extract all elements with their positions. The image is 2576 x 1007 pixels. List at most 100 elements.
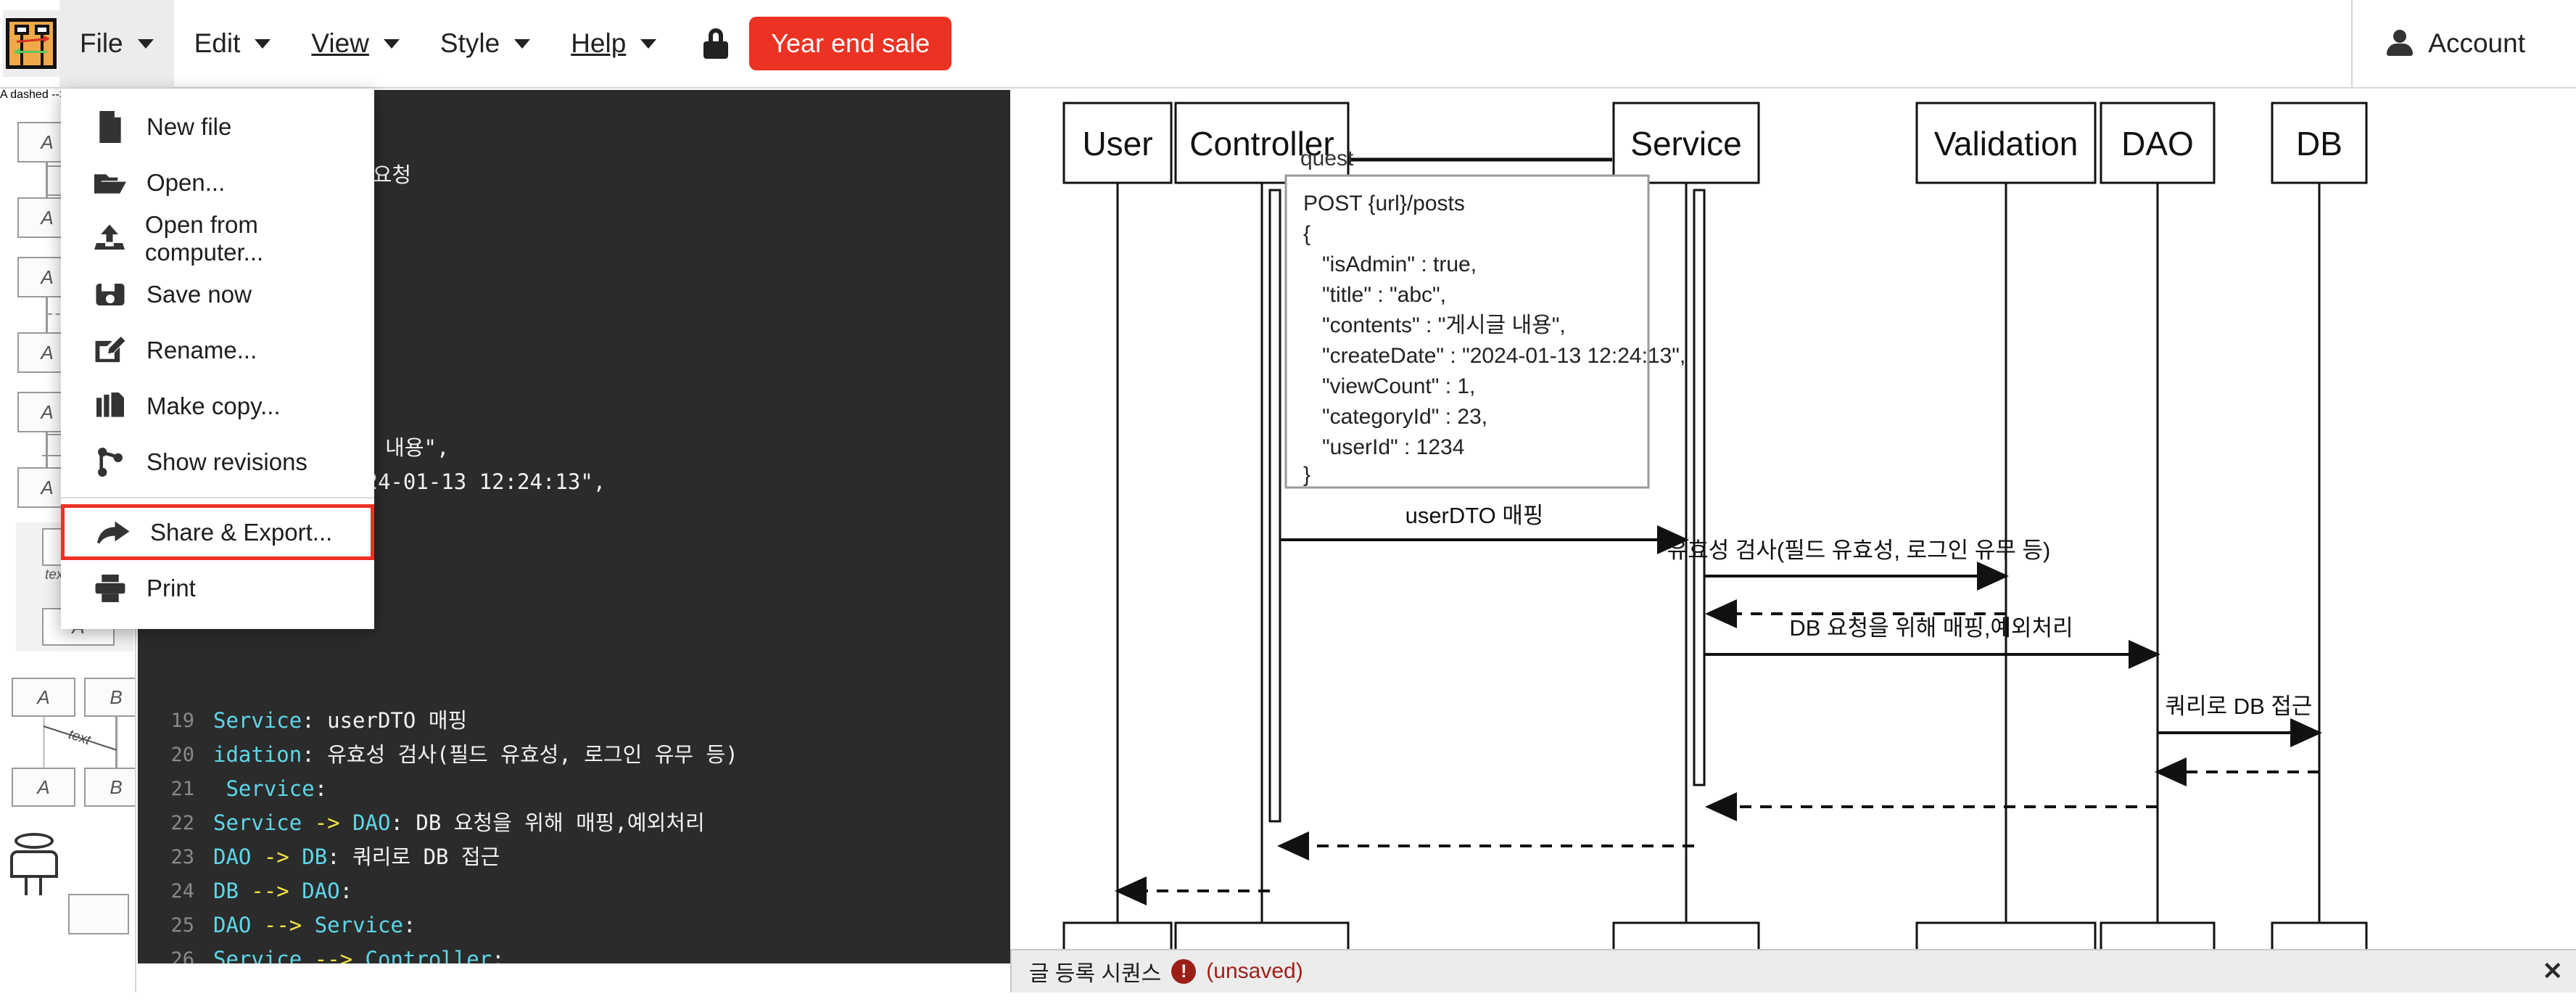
new-file-icon [90, 110, 131, 143]
participant-label: DAO [2121, 125, 2194, 163]
chevron-down-icon [514, 38, 531, 49]
note-line: "contents" : "게시글 내용", [1322, 313, 1566, 337]
participant-validation-top[interactable]: Validation [1915, 102, 2097, 184]
code-text: DB --> DAO: [213, 879, 353, 903]
participant-db-top[interactable]: DB [2271, 102, 2368, 184]
actor-leg-icon [39, 876, 42, 895]
message-userdto-mapping[interactable]: userDTO 매핑 [1280, 503, 1689, 554]
top-menu-bar: File Edit View Style Help Year end sale … [0, 0, 2576, 89]
menu-item-label: Print [146, 574, 196, 601]
code-text: DAO -> DB: 쿼리로 DB 접근 [213, 844, 500, 869]
menu-item-save-now[interactable]: Save now [61, 266, 374, 322]
note-line: { [1303, 222, 1310, 246]
menu-separator [61, 497, 374, 498]
menu-item-open-from-computer[interactable]: Open from computer... [61, 210, 374, 266]
palette-text-label: text [66, 726, 93, 749]
menu-item-label: Show revisions [146, 448, 307, 475]
code-line[interactable]: 21 Service: [138, 772, 1010, 806]
palette-box-a: A [12, 678, 75, 717]
account-label: Account [2428, 28, 2525, 58]
unsaved-status: (unsaved) [1206, 959, 1303, 983]
menu-edit-label: Edit [194, 28, 241, 58]
actor-head-icon [15, 833, 54, 849]
message-label: DB 요청을 위해 매핑,예외처리 [1789, 615, 2073, 641]
activation-controller [1268, 189, 1281, 823]
note-line: "viewCount" : 1, [1322, 374, 1475, 398]
code-line[interactable] [138, 636, 1010, 670]
sequence-diagram-svg: User Controller Service Validation DAO D… [1062, 102, 2368, 963]
diagram-canvas[interactable]: User Controller Service Validation DAO D… [1010, 90, 2576, 963]
palette-box-b: B [84, 678, 135, 717]
menu-item-new-file[interactable]: New file [61, 99, 374, 155]
close-icon[interactable]: ✕ [2542, 958, 2564, 985]
participant-label: Service [1630, 125, 1741, 163]
message-label: userDTO 매핑 [1405, 503, 1544, 528]
palette-box-b: B [84, 768, 135, 807]
line-number: 25 [170, 914, 194, 937]
chevron-down-icon [383, 38, 400, 49]
message-label: 쿼리로 DB 접근 [2166, 694, 2313, 719]
menu-item-label: Save now [146, 280, 252, 308]
participant-controller-top[interactable]: Controller [1174, 102, 1350, 184]
menu-item-show-revisions[interactable]: Show revisions [61, 434, 374, 490]
menu-view[interactable]: View [291, 0, 420, 88]
line-number: 23 [170, 846, 194, 868]
menu-style[interactable]: Style [420, 0, 550, 88]
open-folder-icon [90, 170, 131, 196]
note-line: "categoryId" : 23, [1322, 405, 1487, 429]
code-text: Service -> DAO: DB 요청을 위해 매핑,예외처리 [213, 810, 705, 835]
rename-pencil-icon [90, 336, 131, 364]
chevron-down-icon [640, 38, 657, 49]
code-line[interactable]: 23 DAO -> DB: 쿼리로 DB 접근 [138, 840, 1010, 874]
menu-item-share-and-export[interactable]: Share & Export... [61, 504, 374, 560]
upload-icon [90, 224, 129, 253]
revisions-branch-icon [90, 447, 131, 477]
partial-request-label: quest [1300, 147, 1354, 170]
lock-icon[interactable] [701, 28, 730, 59]
participant-label: DB [2296, 125, 2342, 163]
share-arrow-icon [94, 520, 134, 545]
palette-lifeline [46, 161, 48, 199]
note-box[interactable]: POST {url}/posts { "isAdmin" : true, "ti… [1284, 174, 1685, 489]
line-number: 19 [170, 710, 194, 732]
menu-item-label: Share & Export... [150, 518, 333, 546]
printer-icon [90, 574, 131, 602]
participant-user-top[interactable]: User [1062, 102, 1173, 184]
participant-service-top[interactable]: Service [1612, 102, 1760, 184]
year-end-sale-button[interactable]: Year end sale [749, 17, 952, 70]
chevron-down-icon [255, 38, 271, 49]
message-query-db-access[interactable]: 쿼리로 DB 접근 [2158, 694, 2322, 747]
line-number: 24 [170, 880, 194, 903]
code-line[interactable] [138, 670, 1010, 704]
menu-item-label: New file [146, 112, 232, 140]
message-validation-check[interactable]: 유효성 검사(필드 유효성, 로그인 유무 등) [1667, 538, 2051, 591]
participant-label: User [1082, 125, 1152, 163]
message-label: 유효성 검사(필드 유효성, 로그인 유무 등) [1667, 538, 2051, 563]
sequencediagram-logo-icon [6, 18, 57, 69]
participant-dao-top[interactable]: DAO [2100, 102, 2216, 184]
menu-item-print[interactable]: Print [61, 560, 374, 616]
app-logo-button[interactable] [3, 10, 59, 77]
menu-item-rename[interactable]: Rename... [61, 322, 374, 378]
copy-icon [90, 392, 131, 420]
menu-file-label: File [80, 28, 123, 58]
account-menu[interactable]: Account [2351, 0, 2576, 88]
menu-item-make-copy[interactable]: Make copy... [61, 378, 374, 434]
code-line[interactable]: 24 DB --> DAO: [138, 874, 1010, 908]
note-line: "isAdmin" : true, [1322, 252, 1477, 276]
document-filename: 글 등록 시퀀스 [1029, 962, 1162, 986]
line-number: 20 [170, 744, 194, 766]
menu-item-open[interactable]: Open... [61, 155, 374, 210]
palette-lifeline [46, 431, 48, 469]
menu-file[interactable]: File [59, 0, 174, 88]
message-db-request-mapping[interactable]: DB 요청을 위해 매핑,예외처리 [1704, 615, 2160, 669]
chevron-down-icon [137, 38, 154, 49]
menu-edit[interactable]: Edit [174, 0, 292, 88]
menu-help[interactable]: Help [550, 0, 677, 88]
save-disk-icon [90, 281, 131, 308]
